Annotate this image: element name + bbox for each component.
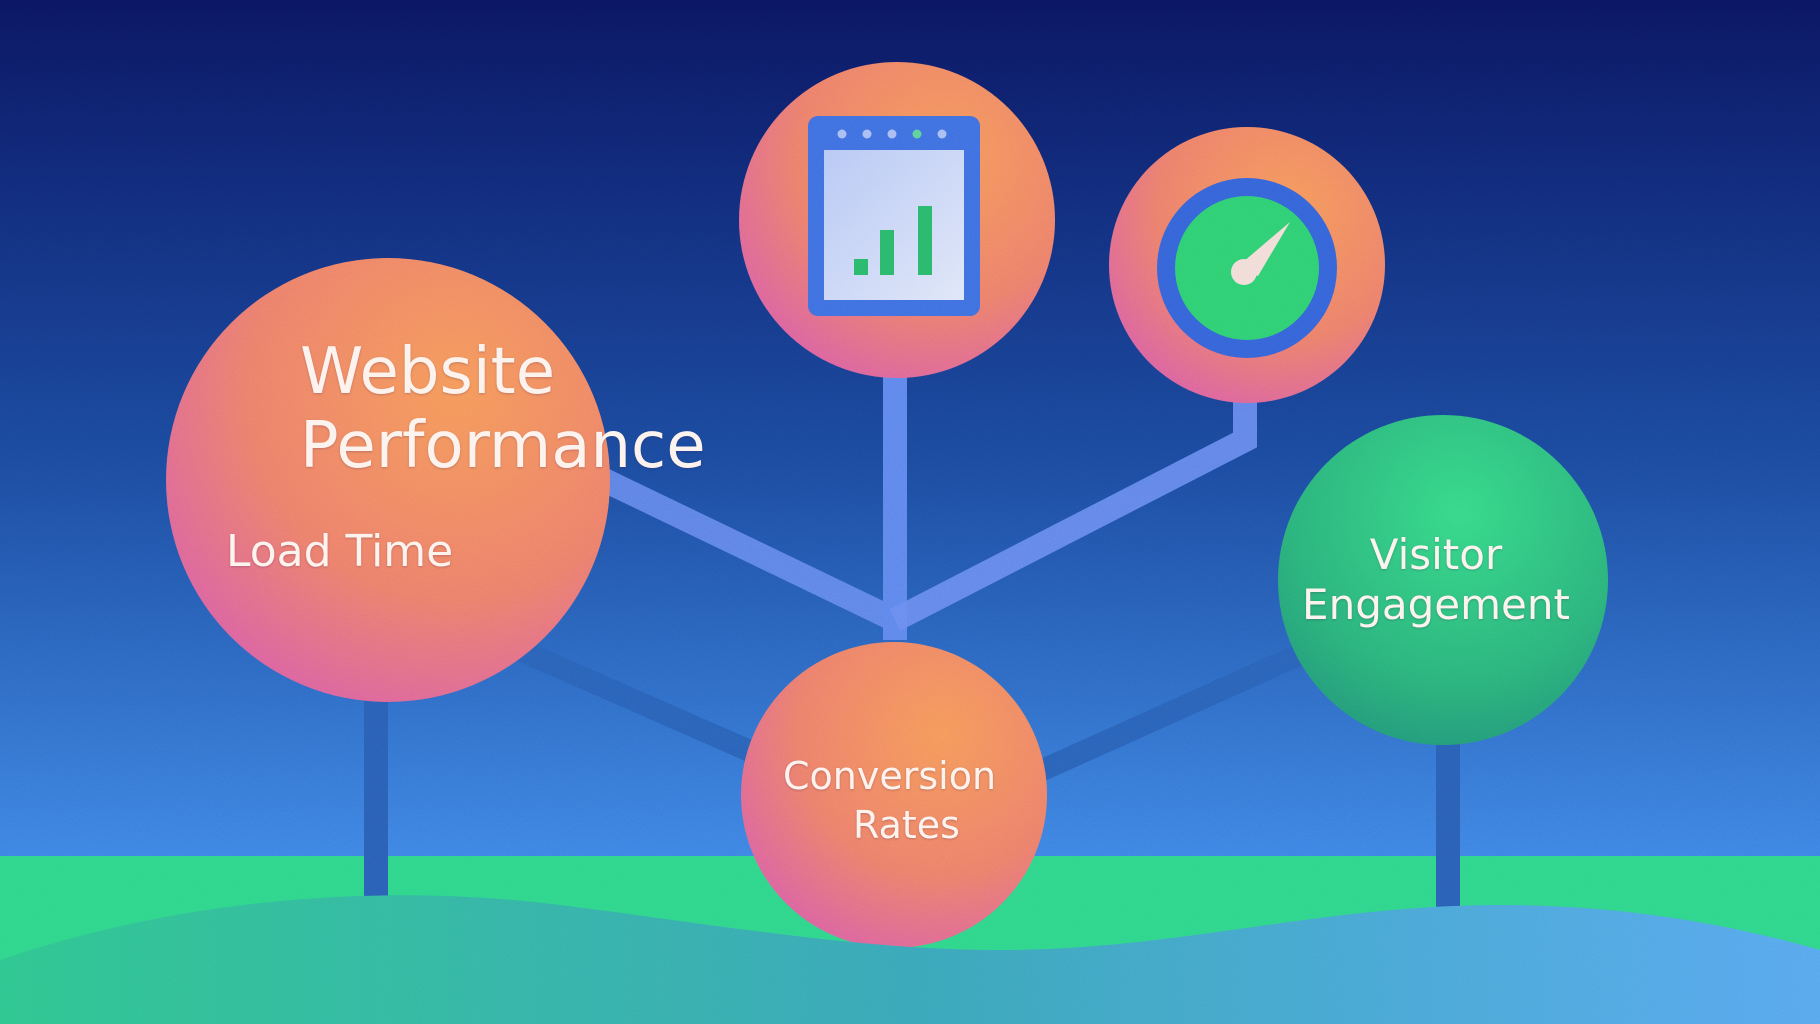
load-time-label: Load Time	[226, 526, 454, 577]
conversion-rates-line-2: Rates	[853, 803, 960, 848]
visitor-engagement-label: Visitor Engagement	[1302, 530, 1570, 630]
website-performance-title: Website Performance	[300, 335, 706, 483]
conversion-rates-line-1: Conversion	[783, 754, 997, 798]
